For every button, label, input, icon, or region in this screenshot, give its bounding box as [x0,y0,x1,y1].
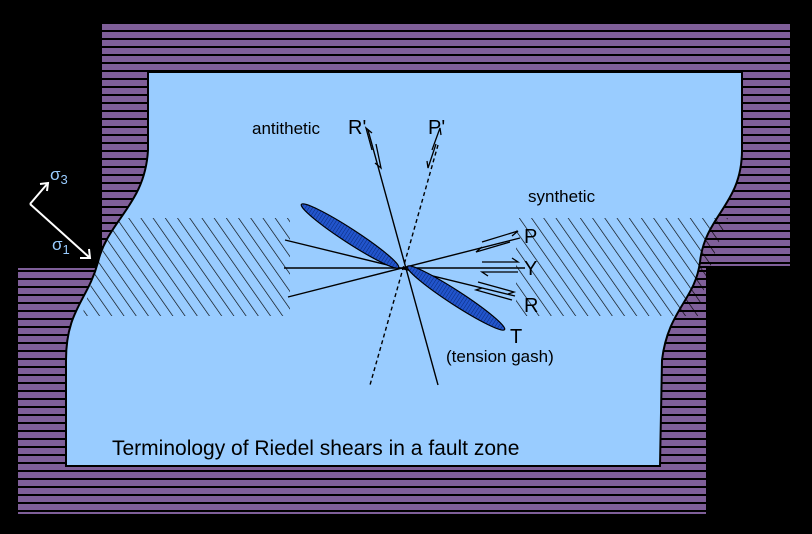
diagram-caption: Terminology of Riedel shears in a fault … [112,437,519,460]
tension-gash-lower [406,265,506,331]
sigma1-arrowhead [80,248,92,259]
hatched-band-right [516,218,728,316]
label-tension-gash: (tension gash) [446,347,554,366]
r-arrow-b [473,287,513,301]
sigma3-arrowhead [39,181,50,192]
stress-arrows [29,181,92,259]
shear-lines [284,129,525,386]
y-arrow-b [479,271,518,277]
r-arrow-a [477,281,517,295]
label-p-prime: P' [428,117,445,139]
p-prime-arrow-b [426,143,437,169]
label-r: R [524,295,538,317]
label-y: Y [524,258,537,280]
label-sigma1: σ1 [52,235,70,257]
r-prime-line [367,129,439,386]
label-antithetic: antithetic [252,119,321,138]
label-sigma3: σ3 [50,165,68,187]
label-t: T [510,326,522,348]
tension-gash-upper [300,203,400,269]
shear-sense-arrows [364,126,521,301]
r-prime-arrow-b [374,143,383,170]
label-r-prime: R' [348,117,366,139]
label-p: P [524,226,537,248]
r-prime-arrow-a [364,126,373,151]
r-shear-line [284,239,516,297]
p-prime-arrow-a [431,127,442,151]
sigma3-arrow [29,182,49,205]
y-arrow-a [482,257,521,263]
hatched-band-left [82,218,290,316]
label-synthetic: synthetic [528,187,596,206]
p-arrow-a [481,230,519,243]
sigma1-arrow [29,203,91,259]
p-arrow-b [475,241,511,253]
